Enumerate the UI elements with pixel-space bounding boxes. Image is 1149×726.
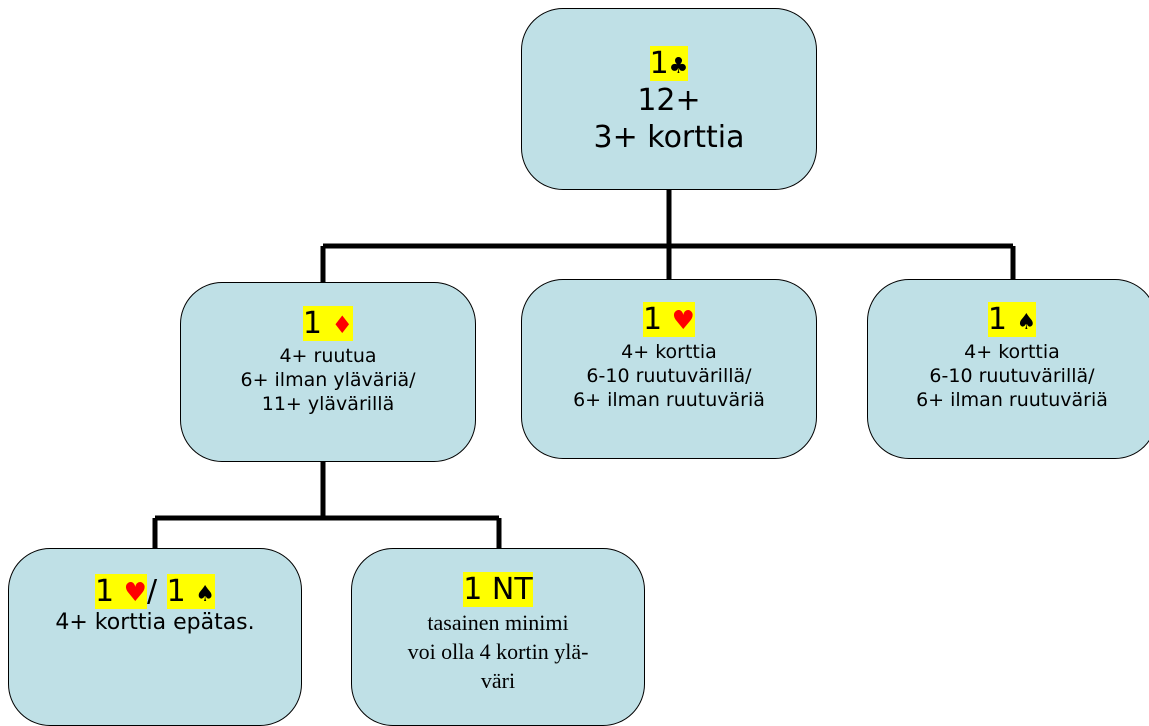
bid-level: 1 [987,302,1017,338]
bid-one-nt: 1 NT [463,571,533,608]
node-text-line: väri [480,667,516,693]
bid-level: 1 [166,573,196,609]
bid-separator: / [146,573,167,609]
bid-level: 1 [95,573,124,609]
node-text-line: 11+ ylävärillä [261,393,395,416]
node-one-heart: 1 ♥ 4+ korttia 6-10 ruutuvärillä/ 6+ ilm… [521,279,817,459]
bid-one-club: 1♣ [649,46,689,82]
node-major-response: 1 ♥/ 1 ♠ 4+ korttia epätas. [8,548,302,726]
node-one-nt: 1 NT tasainen minimi voi olla 4 kortin y… [351,548,645,726]
spade-suit-icon: ♠ [195,581,215,607]
bid-level: 1 [302,306,332,342]
bid-one-heart-or-spade: 1 ♥/ 1 ♠ [95,573,215,610]
bid-one-diamond: 1 ♦ [302,306,354,342]
node-text-line: 6-10 ruutuvärillä/ [586,365,752,388]
bid-level: 1 [649,46,669,82]
node-text-line: 3+ korttia [593,120,745,156]
node-text-line: 6-10 ruutuvärillä/ [929,365,1095,388]
node-text-line: 4+ korttia [621,340,717,363]
node-text-line: 4+ ruutua [279,344,377,367]
heart-suit-icon: ♥ [671,306,695,337]
node-one-diamond: 1 ♦ 4+ ruutua 6+ ilman yläväriä/ 11+ ylä… [180,282,476,462]
diamond-suit-icon: ♦ [331,311,354,340]
bid-one-heart: 1 ♥ [643,302,695,338]
spade-suit-icon: ♠ [1016,310,1037,336]
bid-level: 1 [643,302,672,338]
node-text-line: voi olla 4 kortin ylä- [407,638,589,664]
club-suit-icon: ♣ [668,54,689,80]
heart-suit-icon: ♥ [123,577,147,608]
bid-one-spade: 1 ♠ [987,302,1037,338]
node-one-club: 1♣ 12+ 3+ korttia [521,8,817,190]
node-text-line: 4+ korttia [964,340,1060,363]
node-text-line: 4+ korttia epätas. [55,610,255,636]
node-text-line: 6+ ilman ruutuväriä [573,389,765,412]
node-one-spade: 1 ♠ 4+ korttia 6-10 ruutuvärillä/ 6+ ilm… [867,279,1149,459]
node-text-line: 6+ ilman yläväriä/ [240,369,416,392]
node-text-line: tasainen minimi [427,610,569,636]
node-text-line: 6+ ilman ruutuväriä [916,389,1108,412]
bid-label: 1 NT [463,571,533,607]
node-text-line: 12+ [637,82,701,118]
